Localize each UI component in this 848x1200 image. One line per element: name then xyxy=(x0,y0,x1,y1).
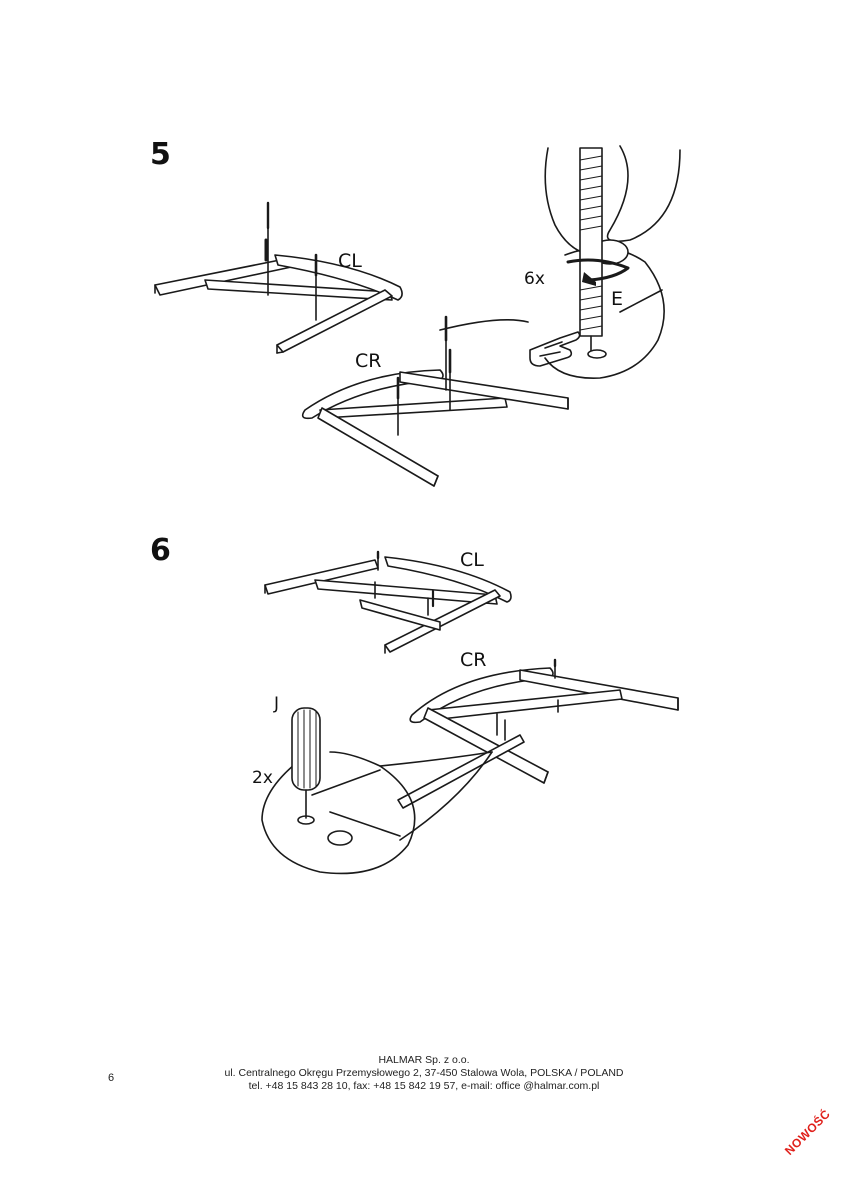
step5-frame-cl xyxy=(154,201,403,354)
step-6-number: 6 xyxy=(150,533,171,568)
step5-label-cl: CL xyxy=(338,250,362,272)
step6-frame-cl xyxy=(264,550,512,654)
step5-label-cr: CR xyxy=(355,350,381,372)
page-number: 6 xyxy=(108,1072,115,1084)
step6-frame-cr xyxy=(397,658,679,809)
step-5-number: 5 xyxy=(150,137,171,172)
pointing-hand-icon xyxy=(529,331,581,367)
step5-count-label: 6x xyxy=(524,269,545,289)
step5-part-label: E xyxy=(611,288,623,310)
footer-contact: tel. +48 15 843 28 10, fax: +48 15 842 1… xyxy=(248,1080,600,1092)
step6-label-cr: CR xyxy=(460,649,486,671)
step6-detail-circle xyxy=(261,751,493,875)
footer-address: ul. Centralnego Okręgu Przemysłowego 2, … xyxy=(224,1067,624,1079)
step5-detail-circle xyxy=(439,145,681,379)
step6-label-cl: CL xyxy=(460,549,484,571)
step6-count-label: 2x xyxy=(252,768,273,788)
step6-part-label: J xyxy=(273,694,279,714)
screwdriver-icon xyxy=(291,707,321,819)
footer-company: HALMAR Sp. z o.o. xyxy=(378,1054,470,1066)
step5-frame-cr xyxy=(301,315,569,487)
